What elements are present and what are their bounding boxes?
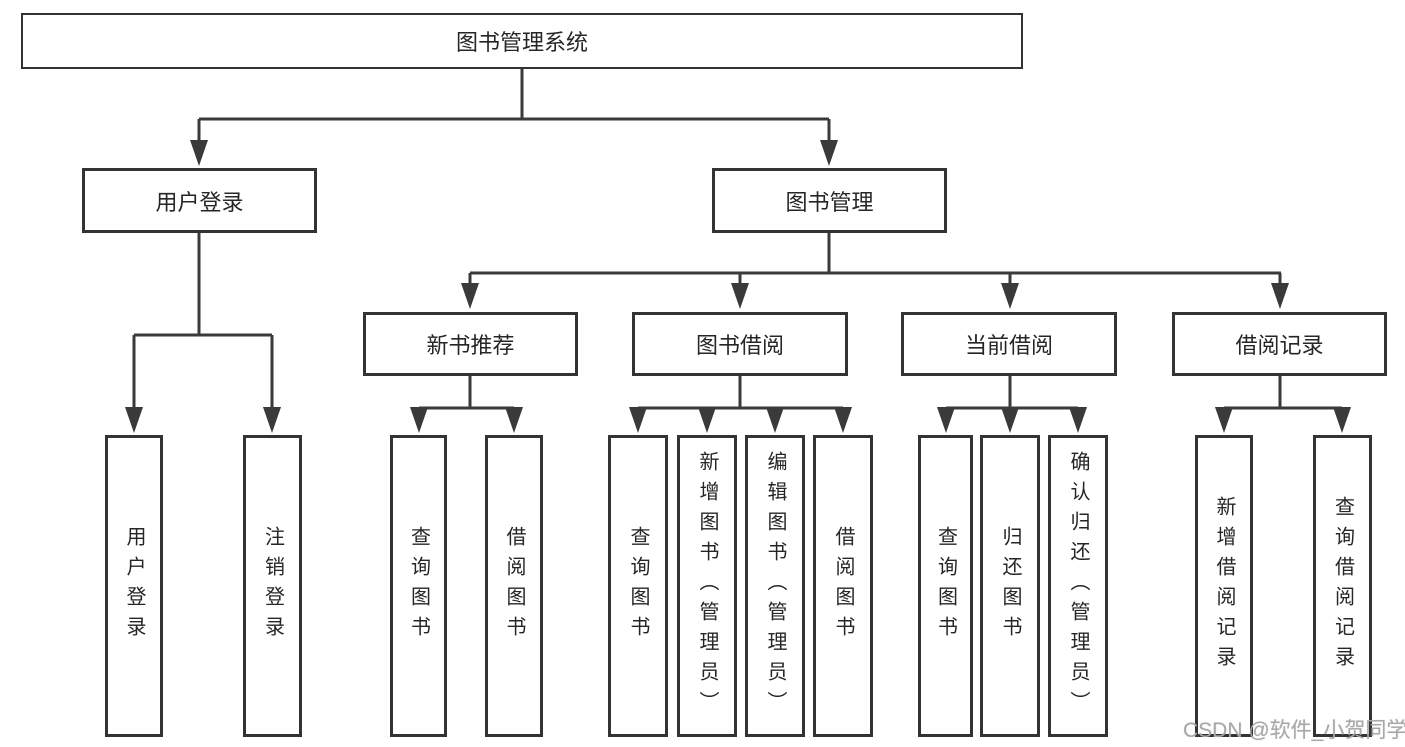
node-user-login: 用户登录 (82, 168, 317, 233)
node-book-borrowing: 图书借阅 (632, 312, 848, 376)
node-root-label: 图书管理系统 (455, 30, 588, 55)
node-book-management-label: 图书管理 (785, 189, 874, 215)
leaf-add-borrow-record: 新增借阅记录 (1195, 435, 1253, 737)
csdn-watermark: CSDN @软件_小贺同学 (1183, 719, 1405, 742)
leaf-borrow-books-recommend-label: 借阅图书 (503, 526, 525, 646)
leaf-query-books-borrowing-label: 查询图书 (627, 526, 649, 646)
leaf-logout-label: 注销登录 (261, 526, 284, 646)
leaf-add-books-admin: 新增图书（管理员） (677, 435, 737, 737)
leaf-query-books-borrowing: 查询图书 (608, 435, 668, 737)
leaf-edit-books-admin: 编辑图书（管理员） (745, 435, 805, 737)
leaf-add-books-admin-label: 新增图书（管理员） (696, 451, 718, 721)
node-borrowing-records-label: 借阅记录 (1235, 333, 1324, 358)
node-user-login-label: 用户登录 (155, 189, 244, 215)
node-root: 图书管理系统 (21, 13, 1023, 69)
node-new-book-recommend-label: 新书推荐 (426, 333, 515, 358)
leaf-user-login-label: 用户登录 (123, 526, 145, 646)
leaf-confirm-return-admin: 确认归还（管理员） (1048, 435, 1108, 737)
node-new-book-recommend: 新书推荐 (363, 312, 578, 376)
leaf-edit-books-admin-label: 编辑图书（管理员） (764, 451, 786, 721)
leaf-query-books-current-label: 查询图书 (934, 526, 957, 646)
leaf-borrow-books-recommend: 借阅图书 (485, 435, 543, 737)
leaf-logout: 注销登录 (243, 435, 302, 737)
leaf-query-books-recommend: 查询图书 (390, 435, 447, 737)
leaf-query-books-current: 查询图书 (918, 435, 973, 737)
leaf-return-books-label: 归还图书 (999, 526, 1021, 646)
node-current-borrowing: 当前借阅 (901, 312, 1117, 376)
leaf-query-borrow-record-label: 查询借阅记录 (1331, 496, 1354, 676)
node-book-borrowing-label: 图书借阅 (695, 333, 784, 358)
leaf-query-books-recommend-label: 查询图书 (407, 526, 430, 646)
node-current-borrowing-label: 当前借阅 (964, 333, 1053, 358)
leaf-borrow-books-label: 借阅图书 (832, 526, 854, 646)
leaf-user-login: 用户登录 (105, 435, 163, 737)
leaf-add-borrow-record-label: 新增借阅记录 (1213, 496, 1235, 676)
node-book-management: 图书管理 (712, 168, 947, 233)
leaf-query-borrow-record: 查询借阅记录 (1313, 435, 1372, 737)
leaf-return-books: 归还图书 (980, 435, 1040, 737)
leaf-confirm-return-admin-label: 确认归还（管理员） (1067, 451, 1089, 721)
node-borrowing-records: 借阅记录 (1172, 312, 1387, 376)
leaf-borrow-books: 借阅图书 (813, 435, 873, 737)
